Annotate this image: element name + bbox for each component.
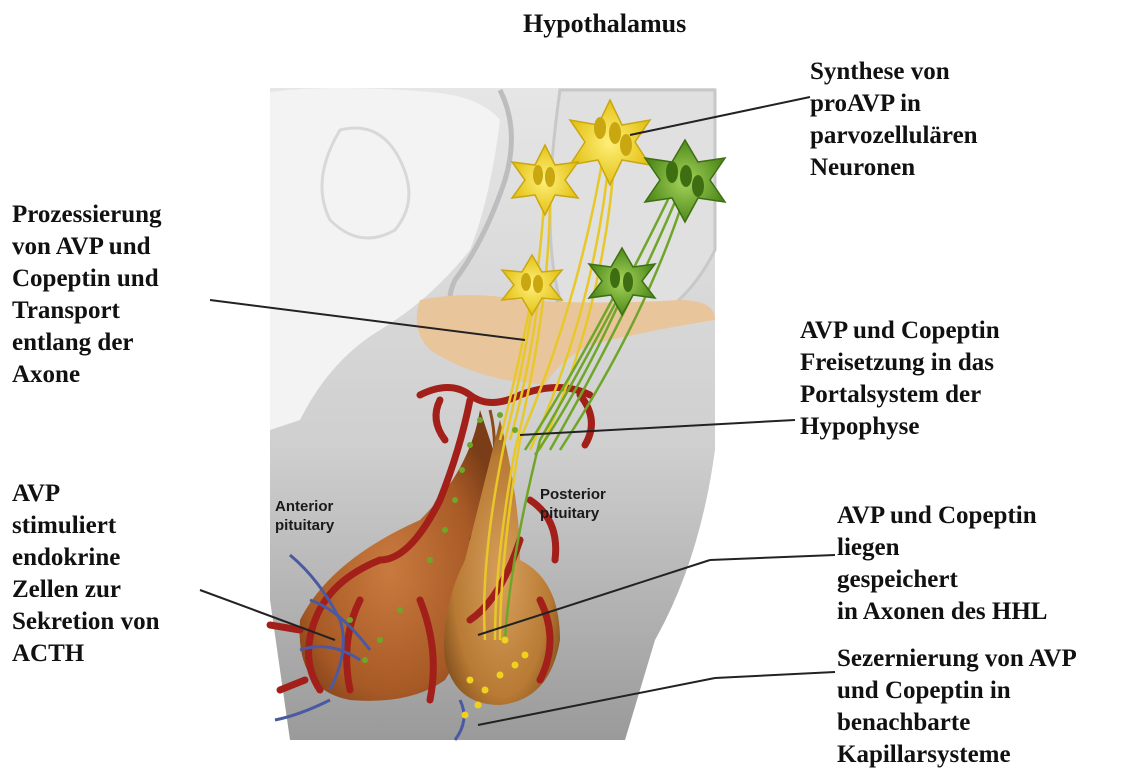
label-synthese: Synthese von proAVP in parvozellulären N… [810, 56, 978, 184]
leader-gespeichert [710, 555, 835, 560]
label-prozessierung: Prozessierung von AVP und Copeptin und T… [12, 199, 162, 391]
posterior-pituitary-label: Posterior pituitary [540, 485, 606, 523]
label-freisetzung: AVP und Copeptin Freisetzung in das Port… [800, 315, 1000, 443]
leader-sezernierung [715, 672, 835, 678]
label-gespeichert: AVP und Copeptin liegen gespeichert in A… [837, 500, 1047, 628]
label-stimuliert: AVP stimuliert endokrine Zellen zur Sekr… [12, 478, 159, 670]
anterior-pituitary-label: Anterior pituitary [275, 497, 334, 535]
label-sezernierung: Sezernierung von AVP und Copeptin in ben… [837, 643, 1077, 771]
diagram-title: Hypothalamus [523, 8, 686, 40]
